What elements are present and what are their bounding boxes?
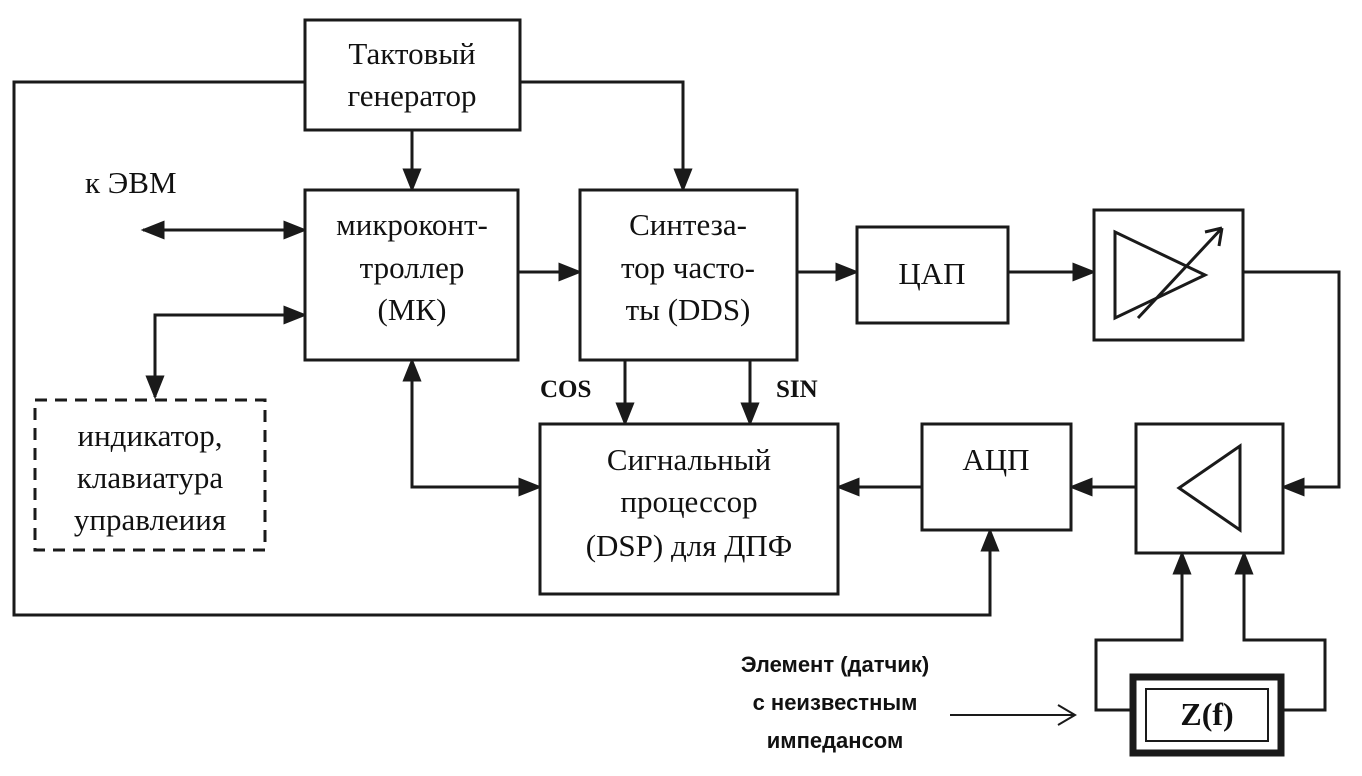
- variable-amplifier-block: [1092, 208, 1245, 342]
- adc-label: АЦП: [962, 442, 1029, 477]
- indicator-label-line1: индикатор,: [78, 418, 223, 453]
- clock-loop-line: [12, 80, 1000, 617]
- dds-label-line1: Синтеза-: [629, 207, 747, 242]
- differential-amplifier-block: [1134, 422, 1285, 555]
- element-note-line1: Элемент (датчик): [741, 652, 929, 677]
- mcu-label-line1: микроконт-: [336, 207, 488, 242]
- dsp-label-line2: процессор: [620, 484, 757, 519]
- element-pointer-arrow: [950, 704, 1077, 726]
- clock-to-dds-arrow: [520, 80, 693, 193]
- element-note-line3: импедансом: [767, 728, 903, 753]
- dds-label-line2: тор часто-: [621, 250, 755, 285]
- dac-block: ЦАП: [855, 225, 1010, 325]
- element-note-line2: с неизвестным: [753, 690, 918, 715]
- mcu-dsp-link-arrow: [402, 357, 543, 497]
- clock-label-line1: Тактовый: [348, 36, 475, 71]
- z-right-arrow: [1234, 550, 1327, 712]
- indicator-label-line3: управлеиия: [74, 502, 226, 537]
- dsp-block: Сигнальный процессор (DSP) для ДПФ: [538, 422, 840, 596]
- impedance-element-block: Z(f): [1129, 673, 1285, 757]
- dsp-label-line1: Сигнальный: [607, 442, 771, 477]
- dds-label-line3: ты (DDS): [626, 292, 751, 327]
- amp-to-diffamp-arrow: [1243, 270, 1341, 497]
- impedance-label: Z(f): [1180, 696, 1233, 732]
- adjustable-arrow-icon: [1136, 226, 1224, 320]
- indicator-link-arrow: [145, 305, 308, 400]
- clock-generator-block: Тактовый генератор: [303, 18, 522, 132]
- computer-link-label: к ЭВМ: [85, 165, 177, 200]
- indicator-label-line2: клавиатура: [77, 460, 224, 495]
- cos-label: COS: [540, 376, 591, 403]
- mcu-label-line3: (МК): [378, 292, 447, 327]
- dsp-label-line3: (DSP) для ДПФ: [586, 528, 793, 563]
- microcontroller-block: микроконт- троллер (МК): [303, 188, 520, 362]
- adc-block: АЦП: [920, 422, 1073, 532]
- dac-label: ЦАП: [898, 256, 965, 291]
- dds-block: Синтеза- тор часто- ты (DDS): [578, 188, 799, 362]
- indicator-keyboard-block: индикатор, клавиатура управлеиия: [33, 398, 267, 552]
- sin-label: SIN: [776, 376, 818, 403]
- diffamp-triangle-icon: [1176, 443, 1242, 533]
- clock-label-line2: генератор: [347, 78, 476, 113]
- z-left-arrow: [1094, 550, 1192, 712]
- mcu-label-line2: троллер: [360, 250, 465, 285]
